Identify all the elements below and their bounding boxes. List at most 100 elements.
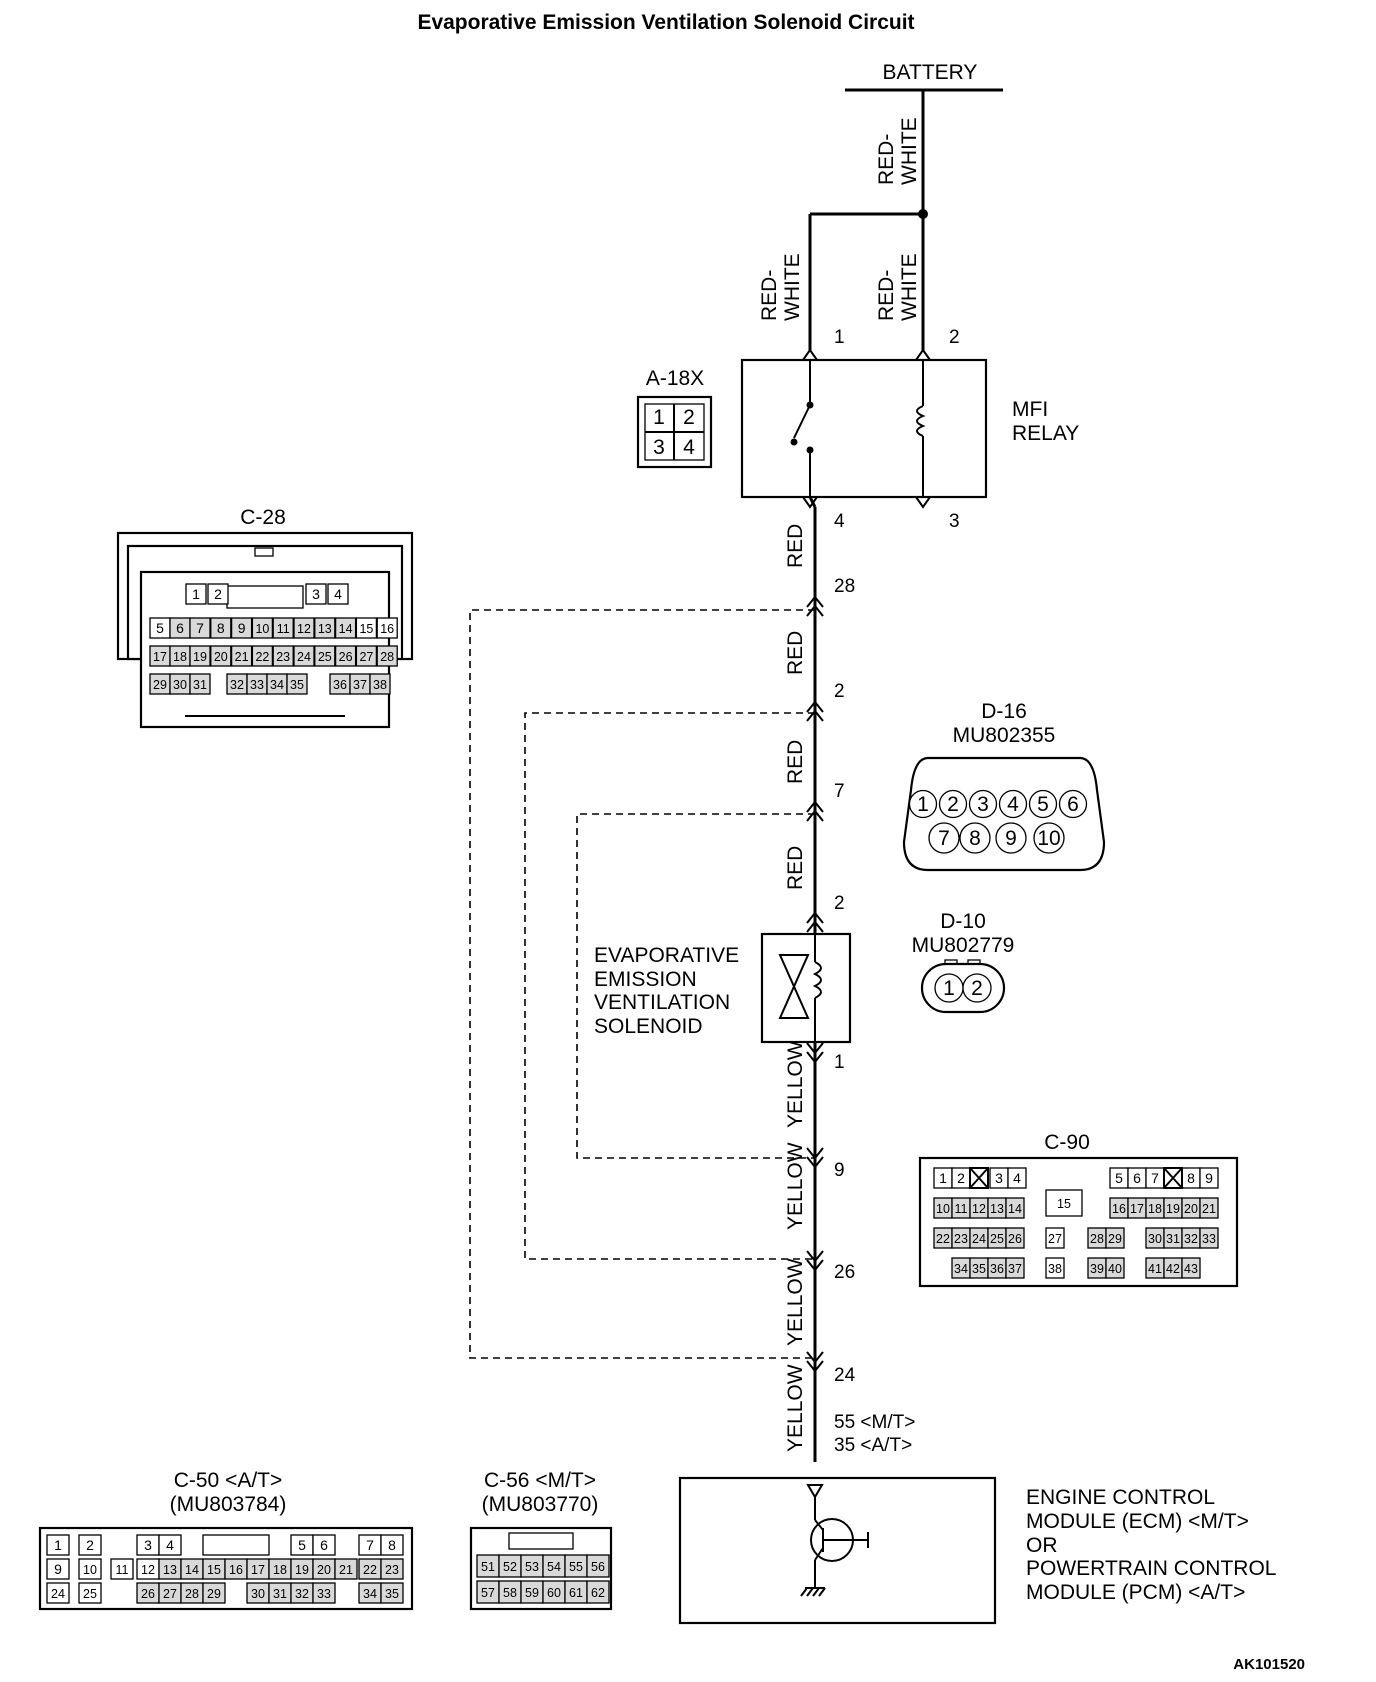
unused-cavity [969, 1167, 989, 1189]
connector-pin-label: 30 [251, 1587, 265, 1601]
connector-pin-label: 34 [954, 1262, 968, 1276]
connector-pin-label: 19 [193, 650, 207, 664]
connector-pin-label: 15 [1057, 1197, 1071, 1211]
connector-pin-label: 13 [990, 1202, 1004, 1216]
connector-pin-label: 16 [229, 1563, 243, 1577]
connector-name: C-50 <A/T> [174, 1469, 283, 1492]
connector-pin [1058, 789, 1088, 819]
connector-pin-label: 32 [1184, 1232, 1198, 1246]
connector-pin [1199, 1197, 1219, 1219]
wire-color-red: RED [784, 740, 807, 784]
wire-color-red: RED [784, 846, 807, 890]
connector-pin-label: 9 [1005, 827, 1017, 850]
connector-pin [46, 1582, 70, 1604]
connector-pin-label: 25 [318, 650, 332, 664]
ecm-label: MODULE (PCM) <A/T> [1026, 1581, 1245, 1604]
connector-pin-label: 4 [334, 586, 342, 602]
connector-pin-label: 23 [385, 1563, 399, 1577]
connector-pin-label: 8 [217, 620, 225, 636]
connector-pin [251, 617, 274, 639]
solenoid-label: VENTILATION [594, 991, 730, 1014]
connector-pin-label: 14 [1008, 1202, 1022, 1216]
connector-pin [78, 1558, 102, 1580]
connector-pin [314, 617, 336, 639]
connector-pin-label: 1 [192, 586, 200, 602]
connector-pin-label: 17 [153, 650, 167, 664]
connector-pin [185, 583, 207, 605]
connector-pin [189, 645, 211, 667]
connector-pin [1007, 1167, 1027, 1189]
ecm-label: POWERTRAIN CONTROL [1026, 1557, 1276, 1580]
connector-pin [78, 1534, 102, 1556]
connector-pin-label: 28 [1090, 1232, 1104, 1246]
connector-pin [1045, 1227, 1065, 1249]
pin-label: 1 [834, 327, 845, 348]
connector-pin-label: 14 [185, 1563, 199, 1577]
connector-pin-label: 22 [363, 1563, 377, 1577]
connector-pin [380, 1558, 404, 1580]
wire-color-yellow: YELLOW [784, 1142, 807, 1230]
connector-pin-label: 29 [153, 678, 167, 692]
connector-pin-label: 35 [290, 678, 304, 692]
connector-pin [998, 789, 1028, 819]
connector-pin [928, 822, 960, 854]
pin-label: 2 [834, 893, 845, 914]
connector-key [202, 1534, 270, 1556]
connector-pin-label: 61 [569, 1586, 583, 1600]
connector-pin-label: 26 [141, 1587, 155, 1601]
connector-pin-label: 11 [116, 1563, 129, 1577]
wire-color-red-white: WHITE [781, 253, 804, 321]
solenoid-box [760, 932, 852, 1044]
connector-pin [272, 617, 294, 639]
connector-pin-label: 9 [238, 620, 246, 636]
connector-pin-label: 58 [503, 1586, 517, 1600]
connector-pin-label: 6 [320, 1537, 328, 1553]
connector-pin [1105, 1227, 1125, 1249]
connector-pin-label: 55 [569, 1560, 583, 1574]
connector-part: MU802779 [912, 934, 1015, 957]
connector-pin-label: 53 [525, 1560, 539, 1574]
connector-pin-label: 3 [977, 793, 989, 816]
main-wire-labels: RED RED RED RED YELLOW YELLOW YELLOW YEL… [784, 524, 807, 1452]
connector-pin-label: 11 [955, 1202, 968, 1216]
connector-part: (MU803770) [482, 1493, 599, 1516]
connector-pin-label: 17 [251, 1563, 265, 1577]
connector-pin-label: 15 [359, 622, 373, 636]
connector-pin [376, 617, 398, 639]
connector-pin-label: 23 [954, 1232, 968, 1246]
connector-name: D-10 [940, 910, 986, 933]
pin-label: 1 [834, 1052, 845, 1073]
connector-pin-label: 10 [255, 622, 269, 636]
connector-pin-label: 28 [185, 1587, 199, 1601]
connector-pin [78, 1582, 102, 1604]
connector-pin [251, 645, 274, 667]
connector-pin [207, 583, 229, 605]
ground-icon [800, 1560, 826, 1597]
solenoid-label: SOLENOID [594, 1015, 703, 1038]
connector-pin-label: 10 [1037, 827, 1060, 850]
connector-pin-label: 25 [990, 1232, 1004, 1246]
connector-pin [202, 1582, 226, 1604]
evap-ventilation-solenoid: EVAPORATIVE EMISSION VENTILATION SOLENOI… [594, 932, 852, 1044]
connector-pin-label: 25 [83, 1587, 97, 1601]
diagram-title: Evaporative Emission Ventilation Solenoi… [417, 11, 914, 34]
wire-color-red: RED [784, 631, 807, 675]
connector-pin-label: 37 [353, 678, 367, 692]
connector-pin-label: 19 [295, 1563, 309, 1577]
connector-pin-label: 5 [1037, 793, 1049, 816]
connector-pin-label: 42 [1166, 1262, 1180, 1276]
connector-pin [380, 1534, 404, 1556]
connector-pin-label: 9 [54, 1561, 62, 1577]
relay-label: MFI [1012, 398, 1048, 421]
connector-pin-label: 20 [317, 1563, 331, 1577]
connector-pin [1199, 1227, 1219, 1249]
connector-pin-label: 9 [1205, 1170, 1213, 1186]
connector-pin-label: 18 [1148, 1202, 1162, 1216]
connector-pin-label: 4 [1013, 1170, 1021, 1186]
connector-pin-label: 57 [481, 1586, 495, 1600]
connector-pin [46, 1558, 70, 1580]
connector-pin-label: 28 [380, 650, 394, 664]
connector-pin [46, 1534, 70, 1556]
mfi-relay: MFI RELAY 1 2 4 3 [740, 327, 1079, 532]
